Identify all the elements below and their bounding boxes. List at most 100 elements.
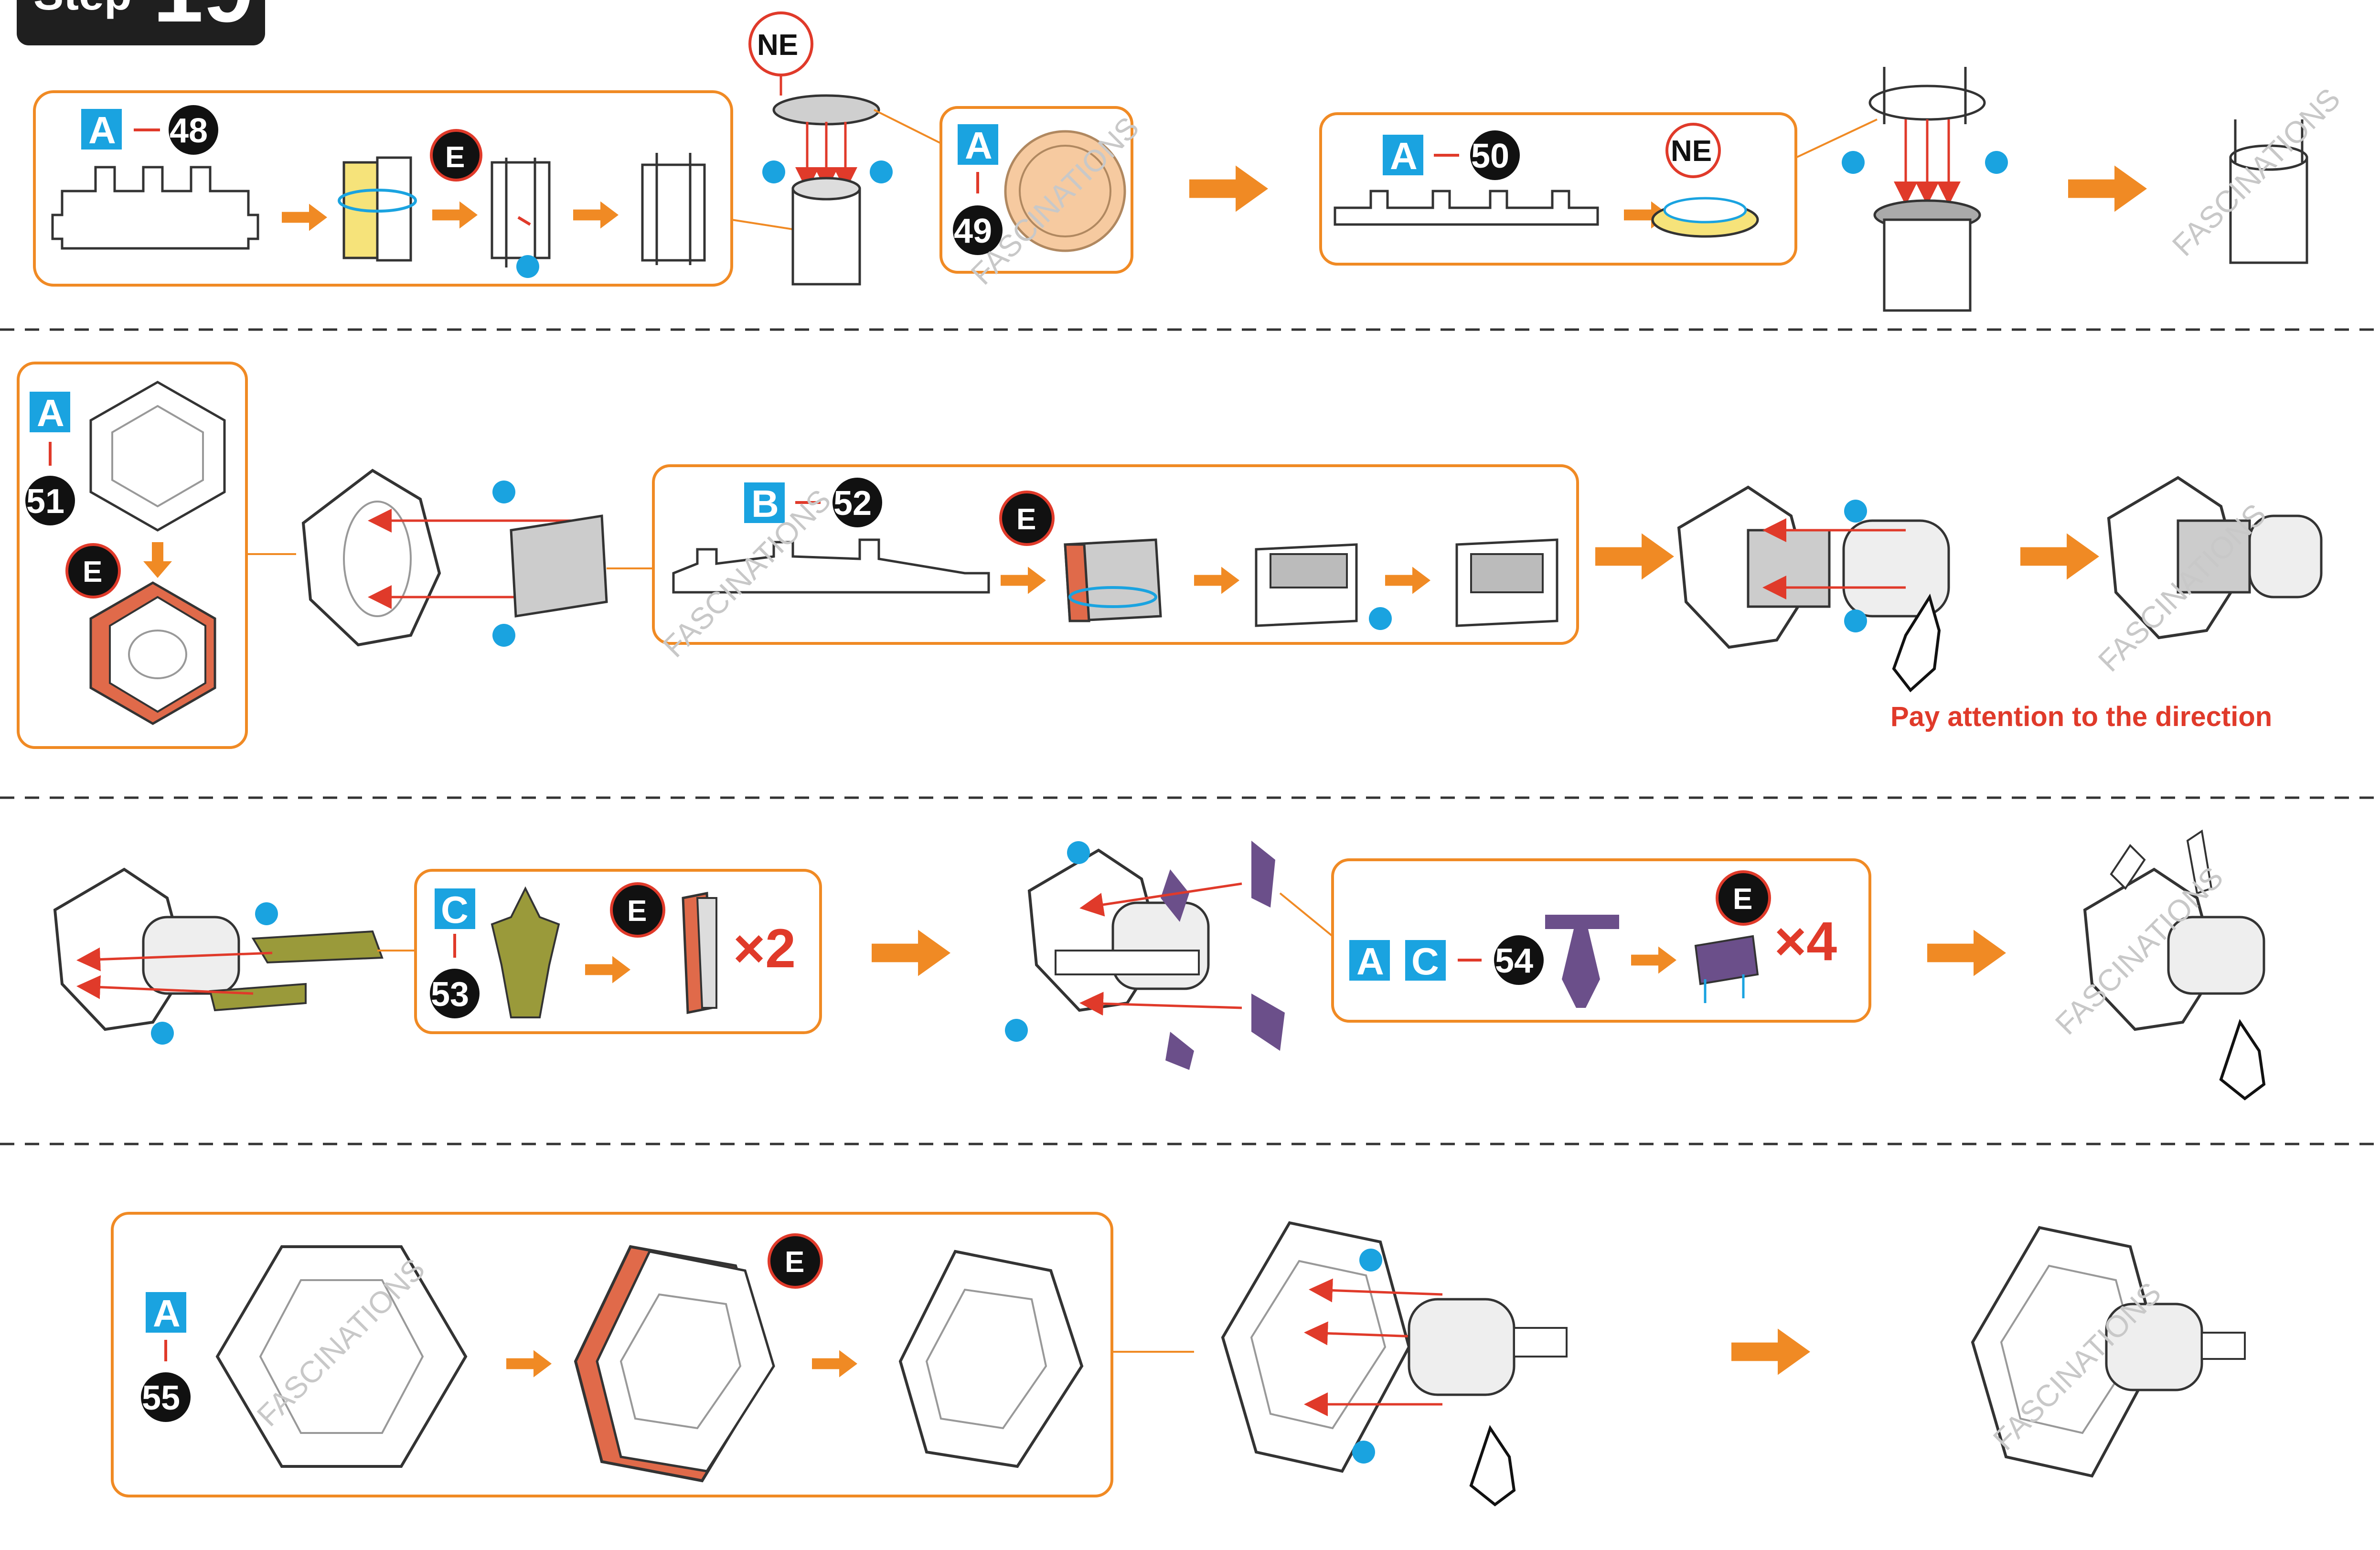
subassembly-box (1319, 112, 1797, 266)
hex-frame-51 (301, 469, 608, 647)
step-arrow (585, 956, 630, 983)
part-tag-b52: B 52 (744, 478, 882, 527)
row-1: A 48 E (33, 11, 2308, 312)
assembly-53-left (53, 867, 384, 1045)
folded-part-54: E (1694, 870, 1771, 1003)
glue-label-e: E (1016, 503, 1036, 536)
flat-part-55 (215, 1245, 468, 1468)
folded-part-52: E (999, 491, 1162, 622)
ne-label: NE (1671, 135, 1712, 168)
shell-finished-52 (1455, 538, 1558, 627)
svg-text:B: B (751, 482, 779, 525)
quantity-label: ×4 (1774, 911, 1837, 972)
callout-line (1795, 118, 1878, 159)
step-arrow (432, 201, 478, 229)
part-tag-a51: A 51 E (25, 381, 226, 725)
quantity-label: ×2 (733, 918, 796, 979)
callout-line (731, 219, 793, 230)
assembly-54 (1005, 841, 1285, 1070)
subassembly-box (33, 90, 733, 287)
step-arrow (1927, 930, 2006, 976)
svg-text:50: 50 (1471, 137, 1509, 175)
row-3: C 53 E ×2 (53, 829, 2266, 1101)
shell-part-52 (1255, 543, 1392, 630)
step-arrow (2068, 165, 2147, 212)
svg-text:54: 54 (1495, 942, 1533, 980)
step-arrow (1189, 165, 1268, 212)
connection-dot (516, 255, 539, 278)
subassembly-box (111, 1212, 1113, 1497)
connection-dot (1842, 151, 1865, 174)
result-tube-50 (2229, 119, 2308, 264)
svg-text:51: 51 (26, 482, 64, 521)
step-arrow (1385, 567, 1430, 594)
subassembly-box (1331, 858, 1871, 1023)
step-badge: Step 19 (17, 0, 265, 45)
pointing-hand-icon (1892, 593, 1941, 693)
connection-dot (1369, 607, 1392, 630)
connection-dot (1352, 1441, 1375, 1464)
result-54 (2083, 829, 2266, 1101)
row-2: A 51 E B (17, 362, 2323, 749)
connection-dot (1359, 1249, 1382, 1272)
connection-dot (1067, 841, 1090, 864)
assembly-52 (1677, 485, 1950, 693)
row-4: A 55 E (111, 1212, 2246, 1507)
svg-text:A: A (88, 109, 116, 151)
step-arrow (1595, 533, 1674, 580)
tube-finished-48 (641, 153, 706, 265)
connection-dot (492, 624, 515, 647)
pointing-hand-icon (1469, 1425, 1516, 1507)
part-tag-a49: A 49 (953, 124, 1126, 255)
step-arrow (1631, 946, 1676, 974)
glue-label-e: E (627, 895, 647, 928)
callout-line (1279, 892, 1334, 937)
svg-text:A: A (153, 1292, 181, 1335)
folded-part-55: E (574, 1233, 823, 1483)
connection-dot (255, 902, 278, 925)
connection-dot (151, 1022, 174, 1045)
step-arrow (1194, 567, 1239, 594)
flat-part-52 (672, 538, 990, 594)
flat-part-50 (1334, 190, 1599, 226)
part-box-49 (939, 106, 1133, 274)
glue-label-e: E (445, 141, 465, 174)
part-tag-c53: C 53 (430, 886, 560, 1018)
step-arrow (1731, 1328, 1810, 1375)
connection-dot (1844, 500, 1867, 523)
svg-text:A: A (965, 124, 993, 167)
step-arrow (1001, 567, 1046, 594)
panel-part-55 (898, 1250, 1084, 1468)
svg-text:C: C (441, 888, 469, 931)
glue-label-e: E (785, 1246, 804, 1279)
tube-part-48 (491, 158, 551, 278)
assembly-50 (1842, 67, 2008, 312)
svg-text:52: 52 (833, 484, 872, 523)
flat-part-48 (51, 166, 259, 250)
folded-part-53: E (610, 882, 717, 1015)
subassembly-box (17, 362, 248, 749)
svg-text:53: 53 (431, 975, 469, 1014)
result-52 (2107, 476, 2323, 640)
step-arrow (506, 1350, 552, 1378)
svg-text:49: 49 (954, 212, 992, 250)
step-arrow (2020, 533, 2099, 580)
step-arrow (812, 1350, 857, 1378)
callout-line (874, 109, 941, 144)
step-arrow (282, 203, 327, 231)
glue-label-e: E (1733, 883, 1752, 916)
svg-text:A: A (1390, 135, 1418, 177)
step-number: 19 (153, 0, 254, 41)
step-arrow (872, 930, 950, 976)
svg-text:55: 55 (142, 1379, 180, 1417)
subassembly-box (414, 869, 822, 1034)
connection-dot (1005, 1019, 1028, 1042)
step-word: Step (33, 0, 132, 20)
subassembly-box (652, 464, 1579, 645)
svg-text:48: 48 (170, 112, 208, 150)
connection-dot (762, 160, 785, 183)
result-55 (1971, 1226, 2246, 1478)
direction-note: Pay attention to the direction (1890, 701, 2272, 732)
glue-label-e: E (83, 556, 102, 588)
